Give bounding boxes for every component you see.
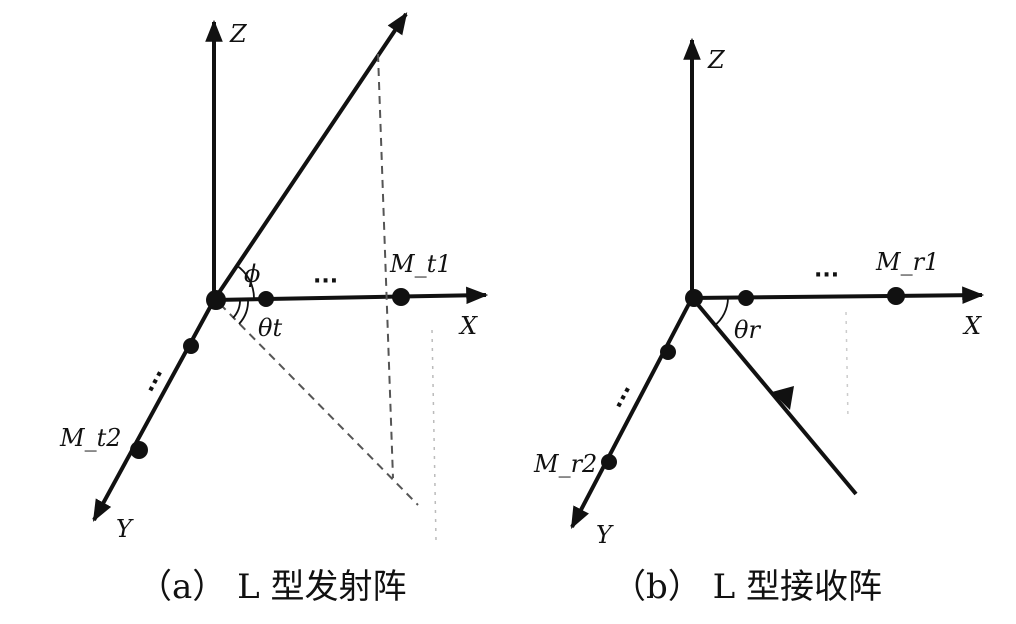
b-element-x1 <box>738 290 754 306</box>
a-theta-arc-2 <box>238 298 249 325</box>
a-caption: （a） L 型发射阵 <box>138 567 406 607</box>
b-arrival-arrowhead <box>772 386 794 410</box>
b-dash-faint <box>845 311 849 421</box>
a-y-axis <box>92 299 216 522</box>
b-arrival-ray <box>692 298 858 496</box>
a-ellipsis-x: ··· <box>313 269 338 294</box>
a-element-origin <box>206 290 226 310</box>
a-phi-label: ϕ <box>244 260 260 288</box>
a-ellipsis-y: ··· <box>139 365 173 399</box>
a-element-y-end <box>130 441 148 459</box>
a-dash-diagonal <box>219 303 419 506</box>
a-m-y-label: M_t2 <box>59 424 122 452</box>
b-ellipsis-y: ··· <box>607 381 641 415</box>
panel-b: Z X Y θr M_r1 M_r2 ··· ··· （b） L 型接收阵 <box>533 37 985 607</box>
a-theta-arc-1 <box>232 298 241 319</box>
a-z-label: Z <box>229 20 248 48</box>
a-m-x-label: M_t1 <box>389 250 452 278</box>
a-dash-vertical <box>377 53 394 479</box>
a-element-x-end <box>392 288 410 306</box>
a-element-x1 <box>258 291 274 307</box>
b-element-y1 <box>660 344 676 360</box>
b-m-y-label: M_r2 <box>533 450 597 478</box>
b-theta-label: θr <box>734 316 761 344</box>
b-caption: （b） L 型接收阵 <box>612 567 882 607</box>
a-y-label: Y <box>116 515 134 543</box>
a-departure-ray <box>212 12 408 302</box>
b-z-label: Z <box>707 46 726 74</box>
b-x-label: X <box>962 312 982 340</box>
a-element-y1 <box>183 338 199 354</box>
b-element-origin <box>685 289 703 307</box>
b-y-axis <box>570 297 694 529</box>
a-dash-faint <box>431 329 437 541</box>
a-theta-label: θt <box>258 314 282 342</box>
b-x-axis <box>691 286 985 305</box>
b-m-x-label: M_r1 <box>875 248 939 276</box>
a-x-label: X <box>458 312 478 340</box>
a-phi-arc <box>235 264 255 300</box>
b-y-label: Y <box>596 521 614 549</box>
panel-a: Z X Y ϕ θt M_t1 M_t2 ··· ··· （a） L 型发射阵 <box>59 12 489 607</box>
b-element-y-end <box>601 454 617 470</box>
b-theta-arc <box>713 297 729 327</box>
b-element-x-end <box>887 287 905 305</box>
b-ellipsis-x: ··· <box>814 263 839 288</box>
